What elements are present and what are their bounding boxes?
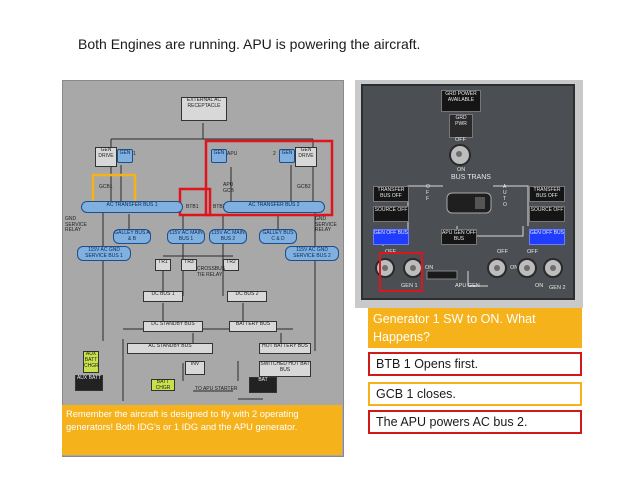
switched-hot-bat-bus: SWITCHED HOT BAT BUS	[259, 361, 311, 377]
btb1-label: BTB1	[186, 204, 199, 210]
dc-standby-bus: DC STANDBY BUS	[143, 321, 203, 332]
gen-1-on-label: ON	[425, 265, 434, 271]
answer-gcb1: GCB 1 closes.	[368, 382, 582, 406]
btb2-label: BTB2	[213, 204, 226, 210]
slide-title: Both Engines are running. APU is powerin…	[78, 36, 421, 52]
tr2: TR2	[223, 259, 239, 271]
gen-1-highlight	[379, 252, 423, 292]
gen-2-on-label-b: ON	[535, 283, 544, 289]
gen-2-switch[interactable]	[543, 258, 563, 278]
dc-bus-1: DC BUS 1	[143, 291, 183, 302]
gcb1-label: GCB1	[99, 184, 113, 190]
galley-bus-cd: GALLEY BUS C & D	[259, 229, 297, 244]
apu-label: APU	[227, 151, 238, 157]
gen-2-off-label-b: OFF	[527, 249, 538, 255]
gen-2-on-label-a: ON	[510, 265, 519, 271]
gen-1-number: 1	[133, 151, 136, 157]
external-ac-receptacle: EXTERNAL AC RECEPTACLE	[181, 97, 227, 121]
tr3: TR3	[181, 259, 197, 271]
source-off-2-light: SOURCE OFF	[529, 206, 565, 222]
source-off-1-light: SOURCE OFF	[373, 206, 409, 222]
grd-power-available-light: GRD POWER AVAILABLE	[441, 90, 481, 112]
gen-drive-1: GEN DRIVE	[95, 147, 117, 167]
transfer-bus-off-2-light: TRANSFER BUS OFF	[529, 186, 565, 202]
apu-gcb-label: APU GCB	[223, 182, 234, 194]
aux-batt-charger: AUX BATT CHGR	[83, 351, 99, 373]
main-bus-1: 115V AC MAIN BUS 1	[167, 229, 205, 244]
apu-gen-box: GEN	[211, 149, 227, 163]
battery-bus: BATTERY BUS	[229, 321, 277, 332]
gnd-service-bus-2: 115V AC GND SERVICE BUS 2	[285, 246, 339, 261]
gen-off-bus-2-light: GEN OFF BUS	[529, 229, 565, 245]
electrical-panel-photo: GRD POWER AVAILABLE GRD PWR OFF ON BUS T…	[355, 80, 583, 308]
apu-gen-label: APU GEN	[455, 283, 480, 289]
galley-bus-ab: GALLEY BUS A & B	[113, 229, 151, 244]
gen-2-off-label-a: OFF	[497, 249, 508, 255]
batt-charger: BATT CHGR	[151, 379, 175, 391]
crossbus-tie-relay: CROSSBUS TIE RELAY	[197, 266, 226, 278]
dc-bus-2: DC BUS 2	[227, 291, 267, 302]
gnd-service-relay-left: GND SERVICE RELAY	[65, 216, 87, 233]
gen-2-label: GEN 2	[549, 285, 566, 291]
gen-off-bus-1-light: GEN OFF BUS	[373, 229, 409, 245]
gnd-service-bus-1: 115V AC GND SERVICE BUS 1	[77, 246, 131, 261]
gen-2-number: 2	[273, 151, 276, 157]
to-apu-starter: TO APU STARTER	[195, 386, 238, 392]
transfer-bus-off-1-light: TRANSFER BUS OFF	[373, 186, 409, 202]
electrical-schematic: EXTERNAL AC RECEPTACLE GEN DRIVE GEN 1 G…	[62, 80, 344, 457]
apu-highlight	[204, 139, 334, 217]
grd-pwr-on-label: ON	[457, 167, 466, 173]
ac-standby-bus: AC STANDBY BUS	[127, 343, 213, 354]
bus-trans-label: BUS TRANS	[451, 174, 491, 181]
bus-trans-auto-label: AUTO	[503, 184, 507, 208]
aux-battery: AUX BATT	[75, 375, 103, 391]
gen-2-box: GEN	[279, 149, 295, 163]
grd-pwr-off-label: OFF	[455, 137, 466, 143]
gcb2-label: GCB2	[297, 184, 311, 190]
gen-drive-2: GEN DRIVE	[295, 147, 317, 167]
gnd-service-relay-right: GND SERVICE RELAY	[315, 216, 337, 233]
grd-pwr-switch[interactable]: GRD PWR	[449, 114, 473, 138]
tr1: TR1	[155, 259, 171, 271]
ac-transfer-bus-1: AC TRANSFER BUS 1	[81, 201, 183, 213]
gen-2-toggle[interactable]	[517, 258, 537, 278]
ac-transfer-bus-2: AC TRANSFER BUS 2	[223, 201, 325, 213]
note-box: Remember the aircraft is designed to fly…	[62, 405, 342, 455]
grd-pwr-toggle[interactable]	[449, 144, 471, 166]
answer-btb1: BTB 1 Opens first.	[368, 352, 582, 376]
hot-battery-bus: HOT BATTERY BUS	[259, 343, 311, 354]
inverter: INV	[185, 361, 205, 375]
question-box: Generator 1 SW to ON. What Happens?	[368, 308, 582, 348]
gen-1-box: GEN	[117, 149, 133, 163]
gen-1-label: GEN 1	[401, 283, 418, 289]
main-bus-2: 115V AC MAIN BUS 2	[209, 229, 247, 244]
main-battery: BAT	[249, 377, 277, 393]
apu-gen-2-switch[interactable]	[487, 258, 507, 278]
panel-face: GRD POWER AVAILABLE GRD PWR OFF ON BUS T…	[361, 84, 575, 300]
answer-apu: The APU powers AC bus 2.	[368, 410, 582, 434]
bus-trans-off-label: OFF	[426, 184, 430, 202]
apu-gen-off-bus-light: APU GEN OFF BUS	[441, 229, 477, 245]
